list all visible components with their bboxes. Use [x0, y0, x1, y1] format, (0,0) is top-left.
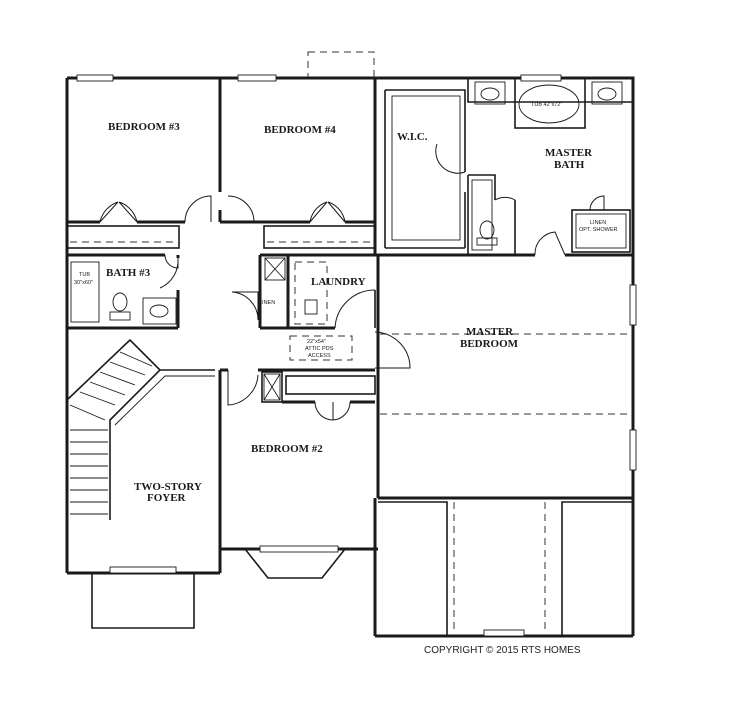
label-foyer-1: TWO-STORY — [134, 481, 202, 493]
label-master-tub: TUB 42"x72" — [531, 102, 562, 108]
label-master-bedroom-2: BEDROOM — [460, 338, 519, 350]
bath3-tub — [70, 261, 100, 323]
label-bath-3: BATH #3 — [106, 267, 151, 279]
fixtures — [70, 81, 623, 401]
sink-left-icon — [480, 87, 500, 101]
label-bedroom-4: BEDROOM #4 — [264, 124, 336, 136]
label-tub-2: 30"x60" — [74, 280, 93, 286]
label-wic: W.I.C. — [397, 131, 428, 143]
toilet-icon — [112, 292, 128, 312]
label-tub-1: TUB — [79, 272, 90, 278]
bay-window — [244, 548, 346, 579]
master-toilet-icon — [479, 220, 495, 240]
label-attic-3: ACCESS — [308, 353, 331, 359]
label-attic-1: 22"x54" — [307, 339, 326, 345]
label-foyer-2: FOYER — [147, 492, 187, 504]
porch — [91, 573, 195, 629]
doors — [99, 143, 605, 421]
dashed-bumpout-top — [307, 51, 375, 79]
label-linen-hall: LINEN — [259, 300, 275, 306]
label-bedroom-3: BEDROOM #3 — [108, 121, 180, 133]
label-laundry: LAUNDRY — [311, 276, 366, 288]
label-attic-2: ATTIC PDS — [305, 346, 334, 352]
copyright-text: COPYRIGHT © 2015 RTS HOMES — [424, 645, 581, 656]
ceiling-lines — [380, 333, 630, 415]
sink-icon — [149, 304, 169, 318]
label-linen-bath-1: LINEN — [590, 220, 606, 226]
master-tub-icon — [518, 84, 580, 124]
attic-access — [289, 335, 353, 361]
label-master-bath-2: BATH — [554, 159, 585, 171]
sink-right-icon — [597, 87, 617, 101]
interior-walls — [66, 77, 633, 404]
windows — [76, 74, 637, 574]
label-master-bedroom-1: MASTER — [466, 326, 514, 338]
staircase — [66, 338, 215, 520]
garage-outline — [373, 498, 635, 638]
label-linen-bath-2: OPT. SHOWER — [579, 227, 618, 233]
label-bedroom-2: BEDROOM #2 — [251, 443, 323, 455]
label-master-bath-1: MASTER — [545, 147, 593, 159]
